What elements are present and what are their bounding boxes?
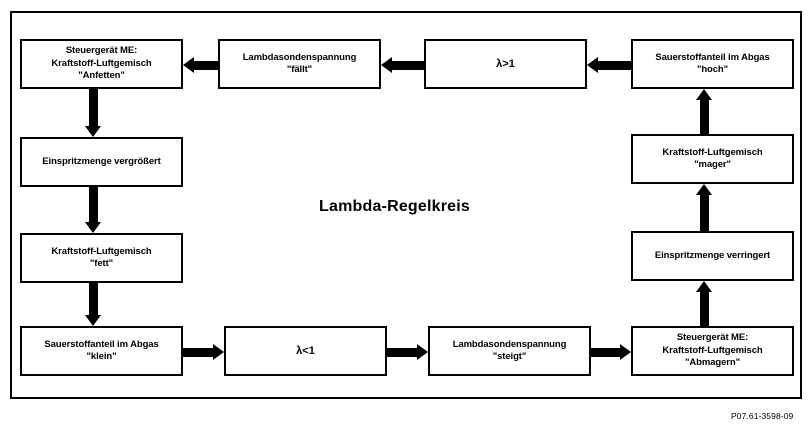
flow-node-line: "steigt" [492, 351, 527, 362]
flow-node-line: "klein" [86, 351, 117, 362]
arrow-shaft [699, 100, 709, 134]
arrow-shaft [699, 195, 709, 231]
arrow-shaft [88, 187, 98, 222]
arrow-head-up [696, 281, 712, 292]
arrow-vergroessert-to-fett [85, 187, 101, 233]
arrow-shaft [88, 89, 98, 126]
arrow-shaft [194, 60, 218, 70]
arrow-hoch-to-lambda-gt1 [587, 57, 631, 73]
flow-node-line: Sauerstoffanteil im Abgas [44, 338, 159, 350]
flow-node-line: Einspritzmenge verringert [654, 249, 771, 261]
flow-node-line: "Abmagern" [685, 357, 740, 369]
arrow-verringert-to-mager [696, 184, 712, 231]
arrow-lambda-lt1-to-steigt [387, 344, 428, 360]
arrow-head-right [213, 344, 224, 360]
arrow-shaft [88, 283, 98, 315]
flow-node-line: "fällt" [286, 64, 313, 75]
flow-node-steuergeraet-anfetten: Steuergerät ME:Kraftstoff-Luftgemisch"An… [20, 39, 183, 89]
arrow-shaft [591, 347, 620, 357]
arrow-lambda-gt1-to-faellt [381, 57, 424, 73]
arrow-abmagern-to-verringert [696, 281, 712, 326]
diagram-title: Lambda-Regelkreis [319, 198, 471, 215]
arrow-head-left [587, 57, 598, 73]
flow-node-line: Kraftstoff-Luftgemisch [662, 344, 763, 356]
arrow-head-left [183, 57, 194, 73]
flow-node-line: "Anfetten" [78, 70, 125, 82]
flow-node-line: Lambdasondenspannung [452, 338, 567, 350]
arrow-shaft [392, 60, 424, 70]
flow-node-lambdasondenspannung-faellt: Lambdasondenspannung"fällt" [218, 39, 381, 89]
arrow-klein-to-lambda-lt1 [183, 344, 224, 360]
arrow-head-left [381, 57, 392, 73]
flow-node-line: Einspritzmenge vergrößert [42, 155, 161, 167]
arrow-head-up [696, 89, 712, 100]
flow-node-line: "hoch" [696, 64, 729, 75]
flow-node-sauerstoffanteil-klein: Sauerstoffanteil im Abgas"klein" [20, 326, 183, 376]
flow-node-lambda-groesser-eins: λ>1 [424, 39, 587, 89]
flow-node-line: Kraftstoff-Luftgemisch [662, 146, 763, 158]
arrow-mager-to-hoch [696, 89, 712, 134]
flow-node-einspritzmenge-vergroessert: Einspritzmenge vergrößert [20, 137, 183, 187]
arrow-faellt-to-anfetten [183, 57, 218, 73]
arrow-steigt-to-abmagern [591, 344, 631, 360]
flow-node-line: Kraftstoff-Luftgemisch [51, 245, 152, 257]
flow-node-line: "fett" [89, 258, 114, 269]
flow-node-line: Lambdasondenspannung [242, 51, 357, 63]
flow-node-line: Kraftstoff-Luftgemisch [51, 57, 152, 69]
arrow-shaft [699, 292, 709, 326]
flow-node-line: "mager" [694, 159, 731, 170]
flow-node-line: λ>1 [496, 57, 515, 70]
flow-node-line: Steuergerät ME: [65, 45, 138, 57]
arrow-shaft [183, 347, 213, 357]
flow-node-kraftstoff-luftgemisch-mager: Kraftstoff-Luftgemisch"mager" [631, 134, 794, 184]
arrow-fett-to-klein [85, 283, 101, 326]
flow-node-line: Steuergerät ME: [676, 332, 749, 344]
arrow-shaft [387, 347, 417, 357]
arrow-head-up [696, 184, 712, 195]
arrow-head-down [85, 126, 101, 137]
flow-node-lambdasondenspannung-steigt: Lambdasondenspannung"steigt" [428, 326, 591, 376]
arrow-head-down [85, 222, 101, 233]
flow-node-steuergeraet-abmagern: Steuergerät ME:Kraftstoff-Luftgemisch"Ab… [631, 326, 794, 376]
diagram-caption-code: P07.61-3598-09 [731, 411, 794, 421]
arrow-shaft [598, 60, 631, 70]
flow-node-kraftstoff-luftgemisch-fett: Kraftstoff-Luftgemisch"fett" [20, 233, 183, 283]
arrow-head-right [417, 344, 428, 360]
flow-node-line: Sauerstoffanteil im Abgas [655, 51, 770, 63]
arrow-head-down [85, 315, 101, 326]
arrow-anfetten-to-vergroessert [85, 89, 101, 137]
flow-node-line: λ<1 [296, 344, 315, 357]
flow-node-einspritzmenge-verringert: Einspritzmenge verringert [631, 231, 794, 281]
flow-node-sauerstoffanteil-hoch: Sauerstoffanteil im Abgas"hoch" [631, 39, 794, 89]
flow-node-lambda-kleiner-eins: λ<1 [224, 326, 387, 376]
arrow-head-right [620, 344, 631, 360]
